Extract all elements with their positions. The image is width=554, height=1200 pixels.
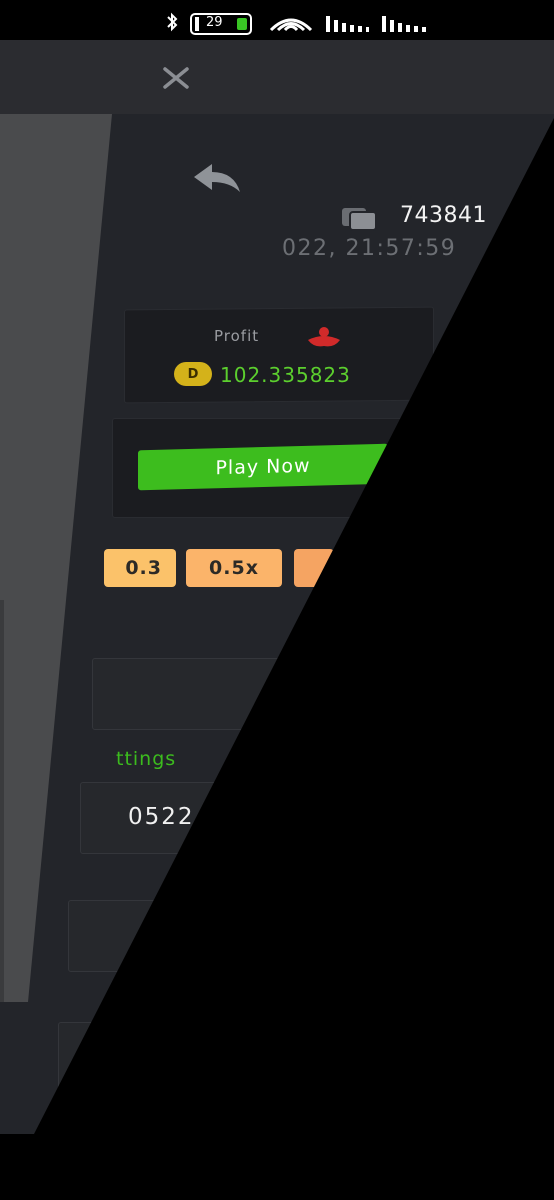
bluetooth-icon <box>167 12 178 32</box>
play-now-button[interactable]: Play Now <box>138 443 388 491</box>
close-icon <box>163 67 189 89</box>
multiplier-chip[interactable]: 0.3 <box>104 549 176 587</box>
battery-icon: 29 <box>190 13 252 35</box>
profit-value: 102.335823 <box>220 363 351 387</box>
bet-date: 022, 21:57:59 <box>282 236 457 261</box>
profit-label: Profit <box>214 327 260 345</box>
battery-level: 29 <box>206 15 223 30</box>
wifi-icon <box>269 18 313 32</box>
seed-field-value: 0522 <box>128 804 195 830</box>
settings-label: ttings <box>116 748 177 770</box>
copy-icon[interactable] <box>340 205 378 231</box>
side-panel-edge <box>0 600 4 1002</box>
bet-id: 743841 <box>400 203 487 228</box>
status-bar: 29 <box>0 0 554 40</box>
multiplier-chip[interactable]: 0.5x <box>186 549 282 587</box>
close-button[interactable] <box>158 60 194 96</box>
signal-icon <box>326 16 369 32</box>
profit-card <box>124 306 434 404</box>
modal-header <box>0 40 554 114</box>
reply-icon[interactable] <box>190 160 244 198</box>
profit-icon <box>308 327 340 347</box>
signal-icon <box>382 16 426 32</box>
coin-icon: D <box>174 362 212 386</box>
